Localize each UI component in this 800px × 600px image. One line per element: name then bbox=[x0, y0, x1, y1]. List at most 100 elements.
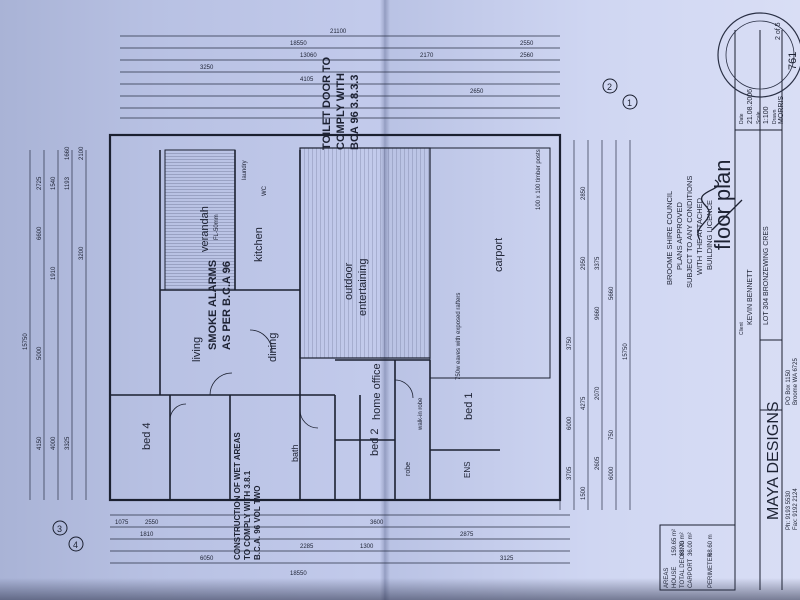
title-block-frame bbox=[659, 30, 783, 591]
sheet-number: 2 of 5 bbox=[775, 22, 782, 40]
council-approval-stamp: BROOME SHIRE COUNCIL PLANS APPROVED SUBJ… bbox=[665, 176, 714, 288]
construction-note-2: TO COMPLY WITH 3.8.1 bbox=[243, 470, 252, 560]
dim-right-6000: 6000 bbox=[567, 416, 573, 430]
bottom-dimension-lines bbox=[110, 514, 570, 564]
dim-right-4275: 4275 bbox=[581, 396, 587, 410]
marker-4-label: 4 bbox=[73, 540, 78, 550]
scale-label: Scale bbox=[756, 111, 762, 124]
dim-right-overall: 15750 bbox=[623, 343, 629, 360]
dim-right-5660: 5660 bbox=[609, 286, 615, 300]
company-town: Broome WA 6725 bbox=[793, 358, 799, 405]
room-label-outdoor: outdoor bbox=[343, 262, 355, 300]
date-label: Date bbox=[739, 113, 745, 124]
room-label-carport: carport bbox=[493, 238, 505, 272]
dim-top-4105: 4105 bbox=[300, 77, 314, 83]
carport-outline bbox=[429, 147, 551, 379]
outdoor-entertaining-hatched-area bbox=[299, 147, 431, 359]
dim-bottom-1810: 1810 bbox=[140, 532, 154, 538]
room-label-bed2: bed 2 bbox=[369, 428, 381, 456]
room-label-home-office: home office bbox=[371, 363, 383, 420]
marker-1-label: 1 bbox=[627, 98, 632, 108]
perimeter-label: PERIMETER bbox=[708, 552, 714, 588]
construction-note-3: B.C.A. 96 VOL TWO bbox=[253, 485, 262, 560]
client-label: Client bbox=[739, 322, 745, 335]
dim-left-overall: 15750 bbox=[23, 333, 29, 350]
areas-row-decking-value: 68.70 m² bbox=[680, 532, 686, 556]
dim-right-1500: 1500 bbox=[581, 486, 587, 500]
company-po: PO Box 1150 bbox=[786, 369, 792, 405]
dim-top-2650: 2650 bbox=[470, 89, 484, 95]
dim-right-3750: 3750 bbox=[567, 336, 573, 350]
room-label-ens: ENS bbox=[463, 462, 472, 478]
dim-top-2550: 2550 bbox=[520, 41, 534, 47]
construction-note-1: CONSTRUCTION OF WET AREAS bbox=[233, 432, 242, 560]
perimeter-value: 68.60 m bbox=[708, 534, 714, 556]
dim-top-2560: 2560 bbox=[520, 53, 534, 59]
dim-right-2605: 2605 bbox=[595, 456, 601, 470]
scale-value: 1:100 bbox=[763, 106, 770, 124]
left-dimension-lines bbox=[29, 150, 87, 500]
dim-left-2100: 2100 bbox=[79, 146, 85, 160]
dim-bottom-1300: 1300 bbox=[360, 544, 374, 550]
dim-right-9660: 9660 bbox=[595, 306, 601, 320]
dim-left-4000: 4000 bbox=[51, 436, 57, 450]
dim-right-3375: 3375 bbox=[595, 256, 601, 270]
room-label-living: living bbox=[191, 337, 203, 362]
dim-top-house: 18550 bbox=[290, 41, 307, 47]
dim-left-5000: 5000 bbox=[37, 346, 43, 360]
dim-left-1660: 1660 bbox=[65, 146, 71, 160]
room-label-entertaining: entertaining bbox=[357, 259, 369, 317]
room-label-bed1: bed 1 bbox=[463, 392, 475, 420]
areas-heading: AREAS bbox=[664, 568, 670, 588]
areas-row-decking-label: TOTAL DECKING bbox=[680, 540, 686, 588]
dim-right-2950: 2950 bbox=[581, 256, 587, 270]
dim-bottom-2285: 2285 bbox=[300, 544, 314, 550]
carport-post-note: 100 x 100 timber posts bbox=[536, 149, 542, 210]
dim-bottom-1075: 1075 bbox=[115, 520, 129, 526]
room-label-wir: walk-in robe bbox=[418, 397, 424, 431]
council-line-4: WITH THE ATTACHED bbox=[695, 197, 704, 275]
dim-right-2070: 2070 bbox=[595, 386, 601, 400]
approval-signature bbox=[697, 179, 743, 241]
council-line-5: BUILDING LICENCE bbox=[705, 200, 714, 270]
job-number: 761 bbox=[787, 52, 799, 70]
drawn-label: Drawn bbox=[772, 109, 778, 124]
dim-top-2170: 2170 bbox=[420, 53, 434, 59]
areas-row-carport-label: CARPORT bbox=[688, 558, 694, 588]
toilet-door-note-2: COMPLY WITH bbox=[335, 73, 347, 150]
dim-bottom-overall: 18550 bbox=[290, 571, 307, 577]
company-phone: Ph: 9193 5530 bbox=[786, 490, 792, 530]
top-dimension-lines bbox=[120, 35, 560, 119]
dim-bottom-3600: 3600 bbox=[370, 520, 384, 526]
dim-top-overall: 21100 bbox=[330, 29, 347, 35]
dim-right-3705: 3705 bbox=[567, 466, 573, 480]
dim-left-1910: 1910 bbox=[51, 266, 57, 280]
title-floor-plan: floor plan bbox=[710, 159, 735, 250]
right-dimension-lines bbox=[559, 140, 631, 510]
stamp-circle-inner bbox=[725, 20, 795, 90]
door-swings bbox=[169, 329, 414, 429]
dim-top-13060: 13060 bbox=[300, 53, 317, 59]
toilet-door-note-3: BCA 96 3.8.3.3 bbox=[349, 75, 361, 150]
room-label-robe: robe bbox=[405, 462, 412, 476]
section-markers bbox=[52, 78, 638, 552]
marker-2-label: 2 bbox=[607, 82, 612, 92]
room-label-wc: WC bbox=[262, 185, 268, 196]
smoke-alarm-note-2: AS PER B.C.A 96 bbox=[221, 261, 233, 350]
smoke-alarm-note-1: SMOKE ALARMS bbox=[207, 260, 219, 350]
verandah-note: FL-50mm bbox=[214, 214, 220, 240]
stamp-circle bbox=[717, 12, 800, 98]
council-line-3: SUBJECT TO ANY CONDITIONS bbox=[685, 176, 694, 288]
areas-row-house-label: HOUSE bbox=[672, 567, 678, 588]
room-label-laundry: laundry bbox=[242, 160, 248, 180]
company-name: MAYA DESIGNS bbox=[765, 401, 782, 520]
areas-row-carport-value: 36.00 m² bbox=[688, 532, 694, 556]
eaves-note: 750w eaves with exposed rafters bbox=[456, 293, 462, 380]
company-fax: Fax: 9192 2124 bbox=[793, 488, 799, 530]
marker-3-label: 3 bbox=[57, 524, 62, 534]
room-label-kitchen: kitchen bbox=[253, 227, 265, 262]
date-value: 21.08.2006 bbox=[747, 89, 754, 124]
dim-bottom-6050: 6050 bbox=[200, 556, 214, 562]
